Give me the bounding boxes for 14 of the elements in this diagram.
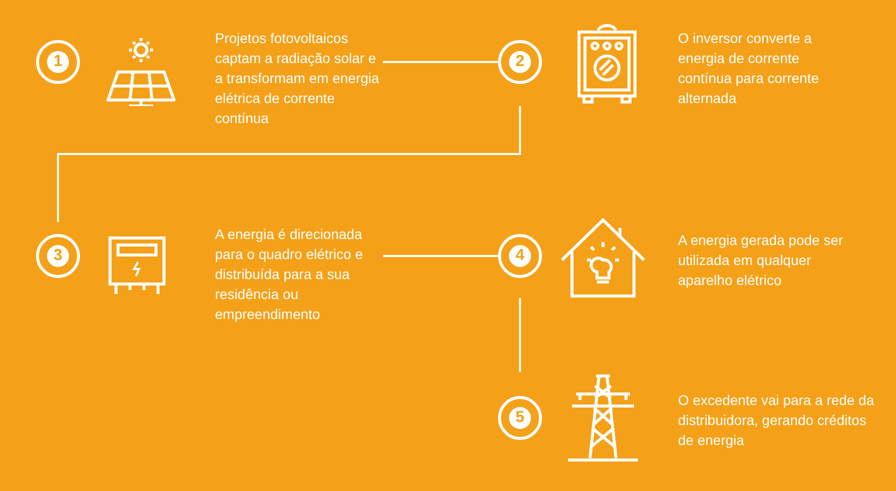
step-description: A energia gerada pode ser utilizada em qualquer aparelho elétrico xyxy=(678,231,844,290)
connector-line xyxy=(383,61,498,63)
step-number: 3 xyxy=(47,245,69,267)
step-description: O inversor converte a energia de corrente contínua para corrente alternada xyxy=(678,29,820,108)
step-number: 2 xyxy=(509,51,531,73)
connector-line xyxy=(383,255,498,257)
connector-line xyxy=(519,298,521,372)
step-description: Projetos fotovoltaicos captam a radiação solar e a transformam em energia elétrica de corrente contínua xyxy=(215,29,380,128)
step-number: 1 xyxy=(47,51,69,73)
connector-line xyxy=(57,106,521,222)
step-number: 5 xyxy=(509,407,531,429)
step-number: 4 xyxy=(509,245,531,267)
step-description: O excedente vai para a rede da distribuidora, gerando créditos de energia xyxy=(678,391,876,450)
step-description: A energia é direcionada para o quadro elétrico e distribuída para a sua residência ou empreendimento xyxy=(215,225,364,324)
